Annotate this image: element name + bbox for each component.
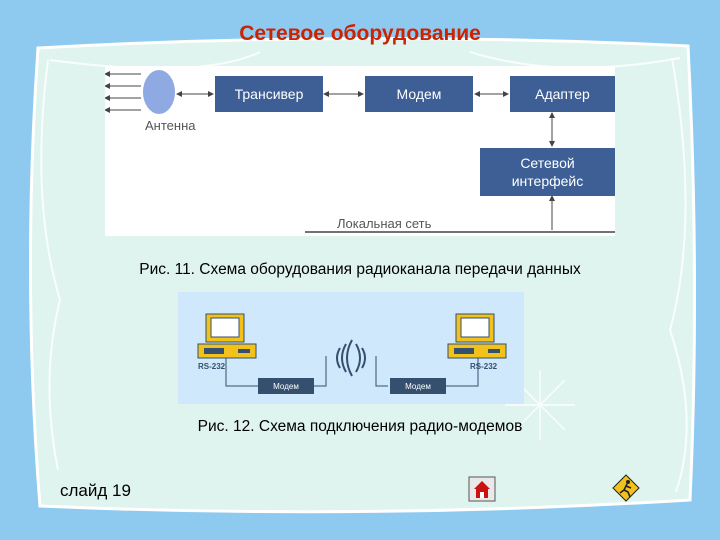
antenna-label: Антенна xyxy=(145,118,196,133)
rs232-label-left: RS-232 xyxy=(198,362,226,371)
antenna-shape xyxy=(143,70,175,114)
modem-box-right: Модем xyxy=(390,378,446,394)
network-interface-line2: интерфейс xyxy=(511,173,584,189)
figure-radio-channel-equipment: Трансивер Модем Адаптер Сетевой интерфей… xyxy=(105,66,615,236)
adapter-box: Адаптер xyxy=(510,76,615,112)
slide-number: слайд 19 xyxy=(60,481,131,500)
figure1-caption: Рис. 11. Схема оборудования радиоканала … xyxy=(139,261,581,278)
figure1-connectors xyxy=(105,70,615,233)
modem-box: Модем xyxy=(365,76,473,112)
computer-icon-left xyxy=(197,313,257,359)
lan-label: Локальная сеть xyxy=(337,216,432,231)
exit-icon[interactable] xyxy=(612,474,640,502)
slide-title: Сетевое оборудование xyxy=(239,22,481,45)
radio-waves-icon xyxy=(336,339,366,377)
figure-radio-modem-connection: RS-232 RS-232 Модем Модем xyxy=(178,292,524,404)
network-interface-line1: Сетевой xyxy=(520,155,575,171)
computer-icon-right xyxy=(447,313,507,359)
figure2-graphics xyxy=(197,313,507,387)
modem-box-left: Модем xyxy=(258,378,314,394)
rs232-label-right: RS-232 xyxy=(470,362,498,371)
figure2-caption: Рис. 12. Схема подключения радио-модемов xyxy=(197,418,523,435)
network-interface-box: Сетевой интерфейс xyxy=(480,148,615,196)
transceiver-box: Трансивер xyxy=(215,76,323,112)
home-icon[interactable] xyxy=(468,476,496,502)
